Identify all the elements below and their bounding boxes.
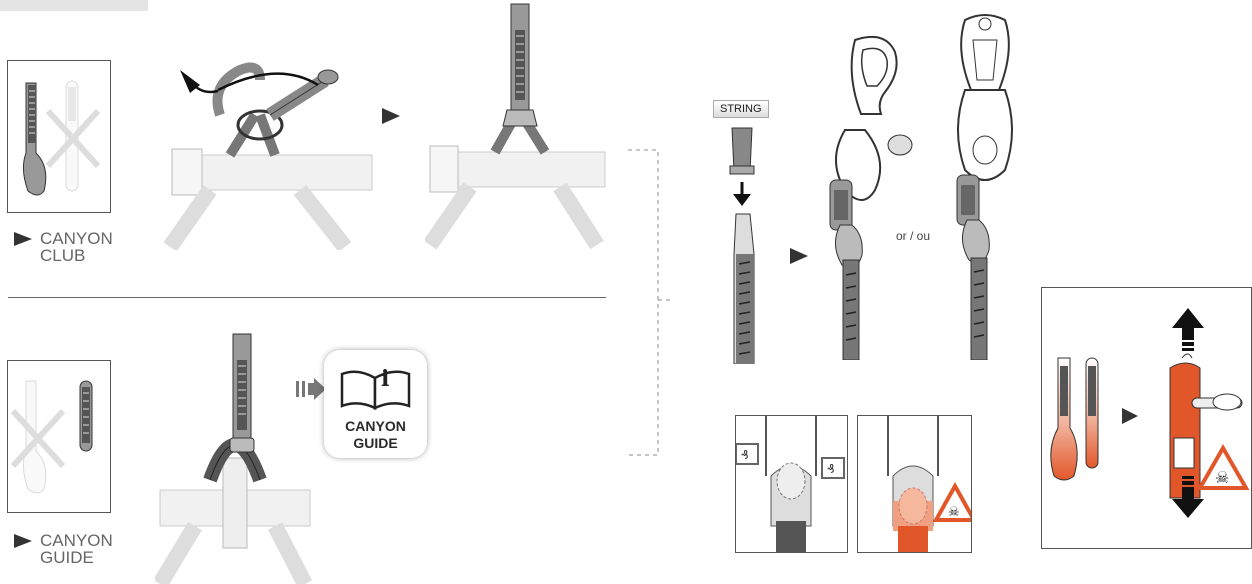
pull-test-box: ☠ xyxy=(1041,287,1252,549)
guide-label-line2: GUIDE xyxy=(40,548,94,567)
girth-hitch-step-1 xyxy=(160,55,375,250)
connector-bracket xyxy=(628,149,670,456)
club-label-line2: CLUB xyxy=(40,246,86,265)
wear-indicator-danger-box: ☠ xyxy=(857,415,972,553)
wear-indicator-ok-box: ₰ ₰ xyxy=(735,415,848,553)
descender-with-lanyard-1 xyxy=(829,36,913,360)
guide-lanyard-box xyxy=(7,360,111,513)
canyon-guide-book-icon[interactable]: i CANYON GUIDE xyxy=(324,350,427,458)
guide-lanyard-illustration xyxy=(10,380,93,494)
svg-text:₰: ₰ xyxy=(827,462,835,476)
play-arrow-icon xyxy=(14,534,32,548)
club-lanyard-box xyxy=(7,60,111,213)
header-tab xyxy=(0,0,148,11)
info-letter: i xyxy=(381,366,390,392)
section-divider xyxy=(8,297,606,298)
club-lanyard-illustration xyxy=(22,80,101,196)
cross-icon xyxy=(45,108,101,169)
club-label-line1: CANYON xyxy=(40,229,113,248)
svg-text:☠: ☠ xyxy=(1215,468,1229,487)
string-insert-illustration xyxy=(729,127,755,364)
play-arrow-icon xyxy=(14,232,32,246)
book-icon xyxy=(340,370,411,410)
see-guide-arrow-icon xyxy=(296,378,326,400)
svg-text:☠: ☠ xyxy=(948,505,960,520)
danger-warning-icon: ☠ xyxy=(1196,443,1250,490)
guide-title-line1: CANYON xyxy=(345,418,406,434)
play-arrow-icon xyxy=(790,248,808,264)
danger-warning-icon: ☠ xyxy=(932,481,971,522)
guide-harness-illustration xyxy=(155,330,315,584)
cross-icon xyxy=(10,408,66,469)
descender-with-lanyard-2 xyxy=(956,14,1013,360)
or-label: or / ou xyxy=(896,229,931,243)
svg-text:₰: ₰ xyxy=(741,448,749,462)
girth-hitch-step-2 xyxy=(425,0,610,250)
guide-title-line2: GUIDE xyxy=(353,435,398,451)
guide-label-line1: CANYON xyxy=(40,531,113,550)
play-arrow-icon xyxy=(382,108,400,124)
string-label: STRING xyxy=(713,100,769,118)
